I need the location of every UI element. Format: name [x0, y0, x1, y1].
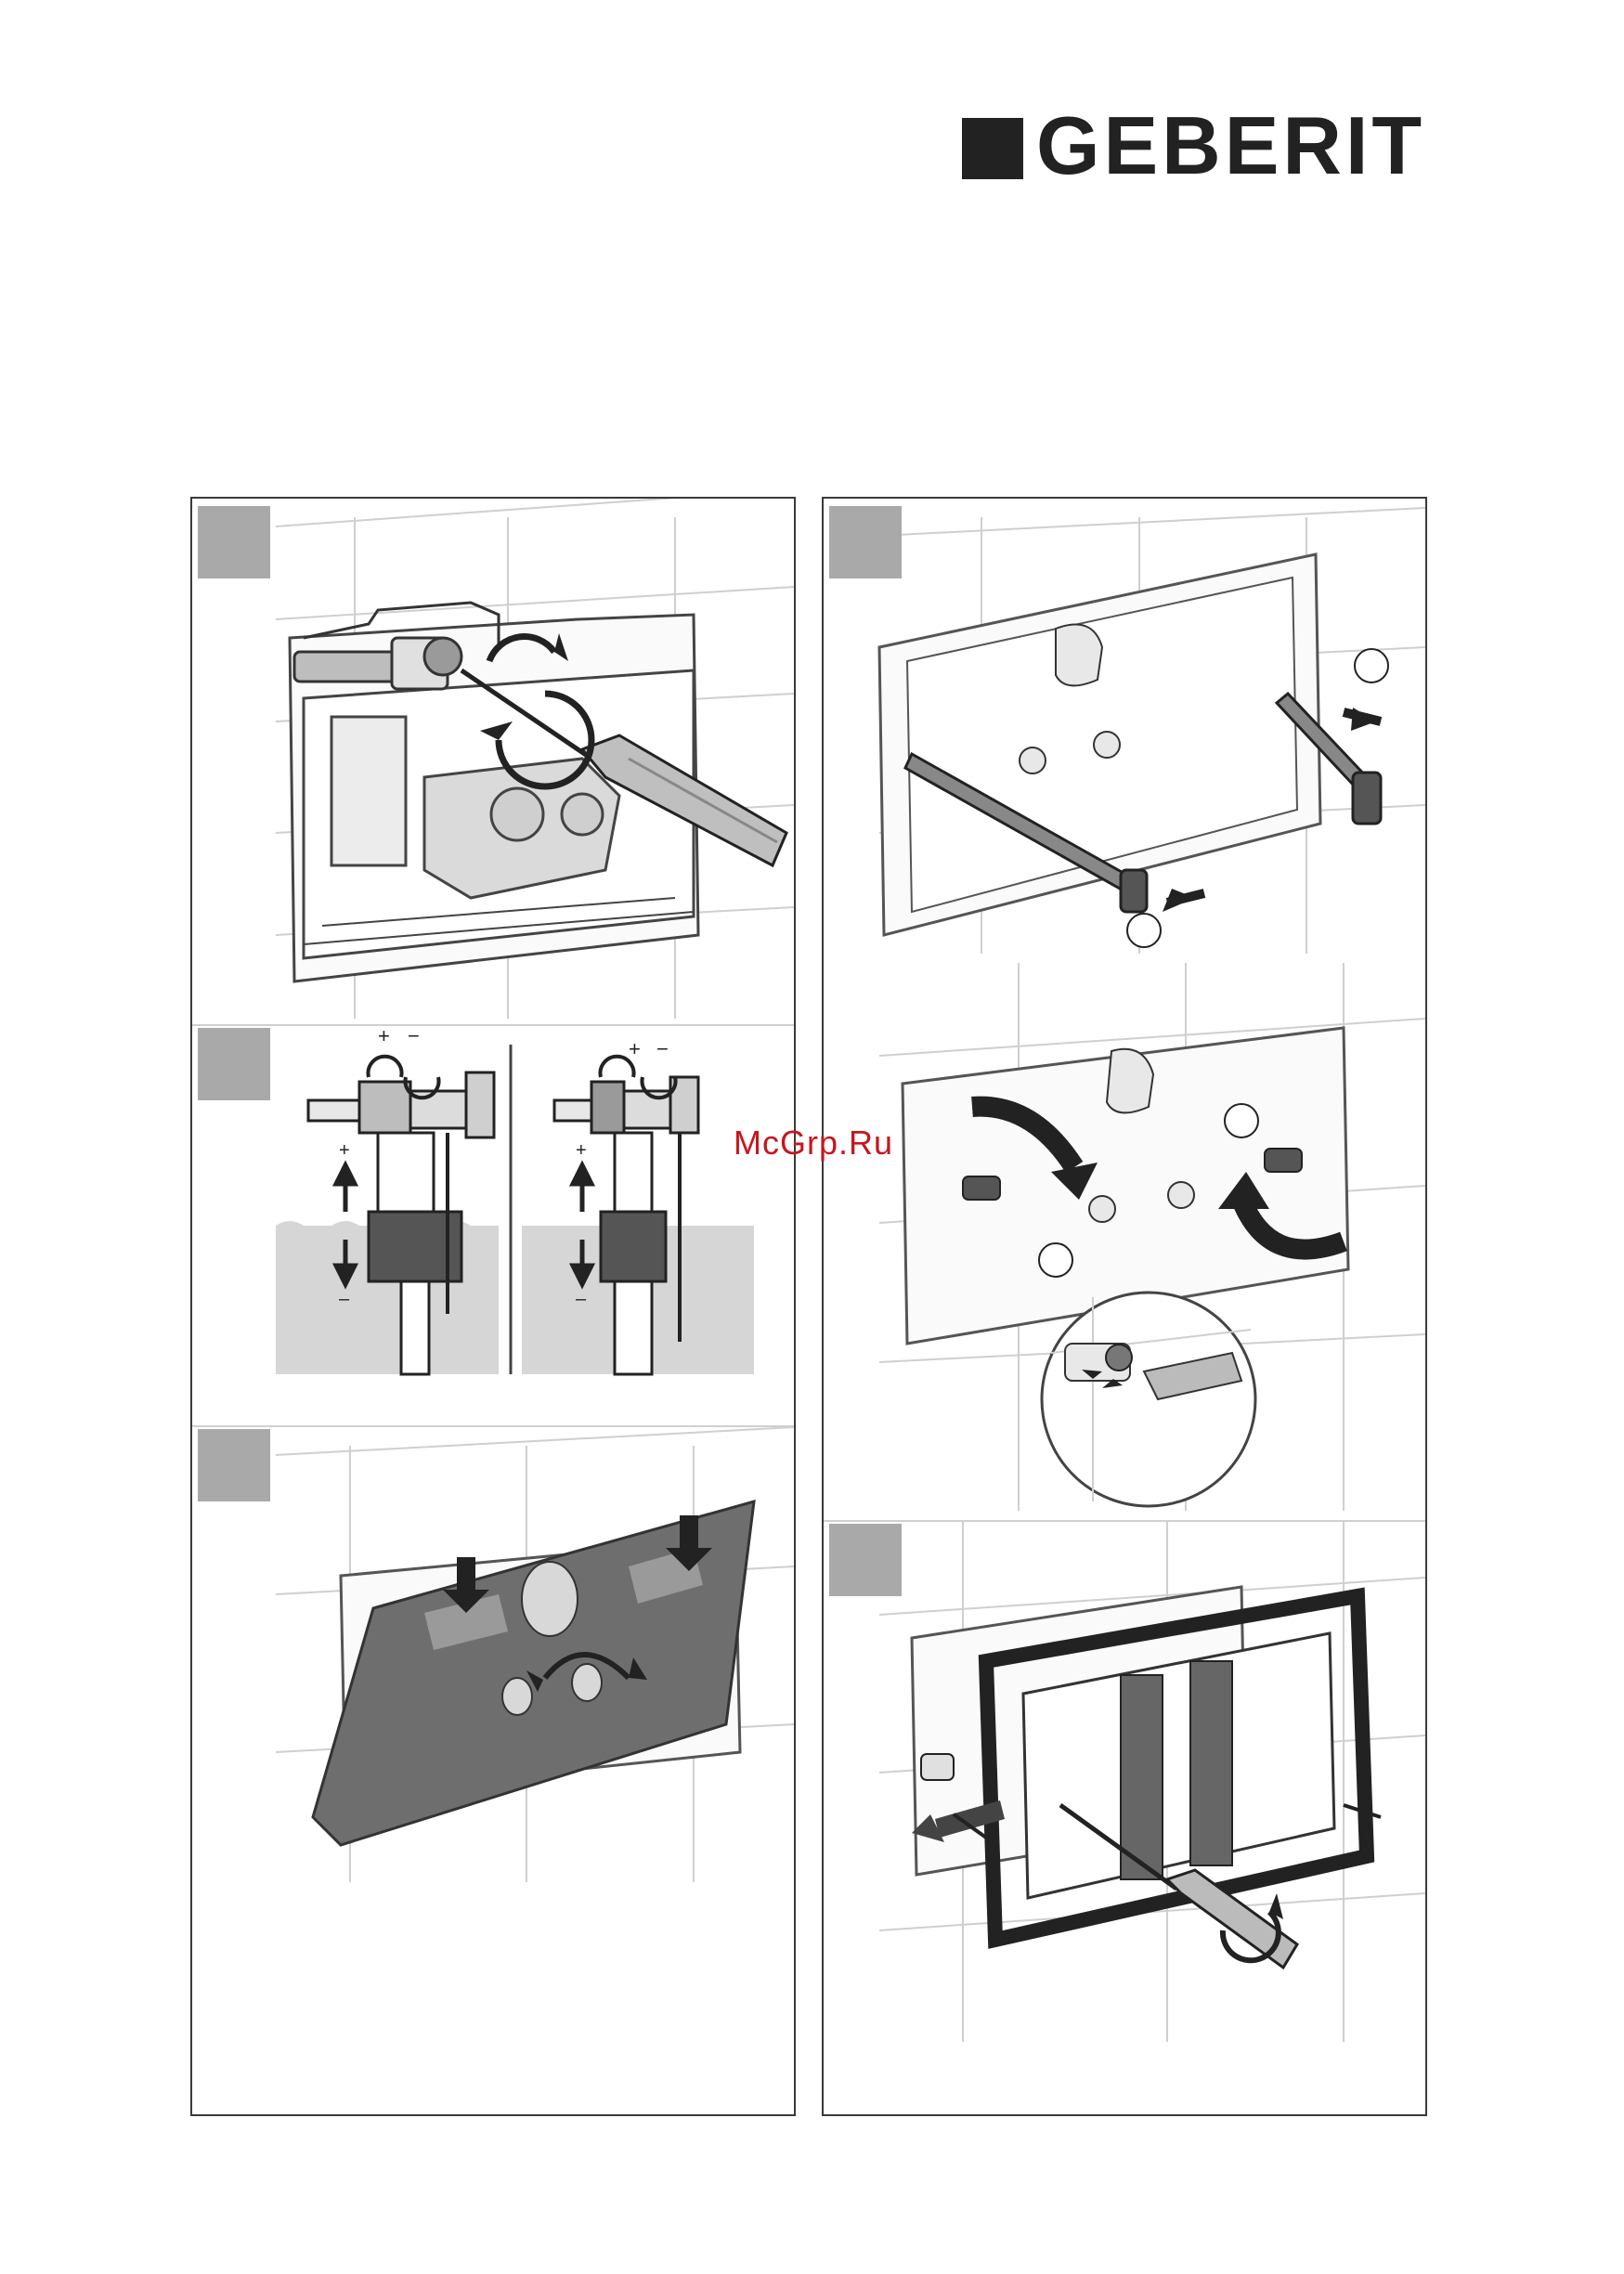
- logo-wordmark: GEBERIT: [1036, 105, 1425, 187]
- illustration-fill-level-adjust: + – + – + − + −: [192, 1026, 794, 1388]
- step-badge-6: [829, 1524, 902, 1596]
- watermark-text: McGrp.Ru: [734, 1124, 893, 1163]
- label-plus-top-right: +: [629, 1037, 641, 1060]
- illustration-rotate-fixings: [824, 963, 1425, 1511]
- illustration-threaded-rods: [824, 499, 1425, 963]
- label-minus-left: –: [339, 1289, 350, 1309]
- illustration-protective-cover: [192, 1427, 794, 1910]
- label-plus-left: +: [339, 1140, 350, 1161]
- step-badge-2: [198, 1028, 270, 1100]
- illustration-valve-screwdriver: [192, 499, 794, 1019]
- label-minus-top-right: −: [656, 1037, 669, 1060]
- step-badge-4: [829, 506, 902, 578]
- label-plus-right: +: [576, 1140, 587, 1161]
- step-badge-1: [198, 506, 270, 578]
- step-badge-3: [198, 1429, 270, 1501]
- label-minus-right: –: [576, 1289, 587, 1309]
- label-plus-top-left: +: [378, 1026, 390, 1047]
- illustration-mount-frame: [824, 1522, 1425, 2042]
- logo-square-mark: [962, 118, 1023, 179]
- right-instruction-column: [822, 497, 1427, 2116]
- label-minus-top-left: −: [408, 1026, 420, 1047]
- geberit-logo: GEBERIT: [962, 116, 1436, 190]
- left-instruction-column: + – + – + − + −: [190, 497, 796, 2116]
